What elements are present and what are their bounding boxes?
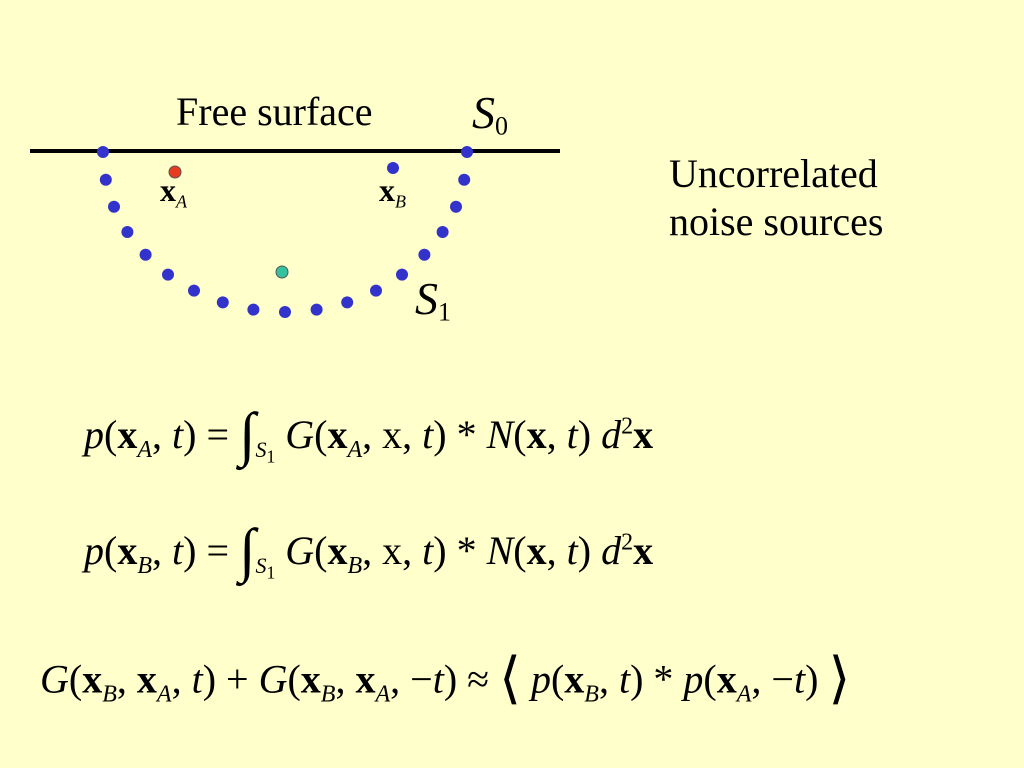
noise-source-dot [216, 296, 229, 309]
noise-source-dot [279, 306, 291, 318]
noise-source-dot [121, 226, 134, 238]
receiver-a-point [168, 165, 182, 179]
xa-subscript: A [176, 191, 187, 212]
s1-symbol: S [415, 273, 438, 324]
noise-sources-label: Uncorrelated noise sources [669, 150, 883, 246]
xa-label: xA [160, 172, 187, 212]
noise-source-dot [418, 248, 431, 261]
noise-source-dot [97, 146, 109, 158]
noise-source-dot [247, 303, 260, 316]
s0-subscript: 0 [495, 111, 508, 141]
noise-source-dot [341, 296, 354, 309]
receiver-b-point [387, 162, 399, 174]
noise-source-dot [370, 284, 382, 297]
noise-source-dot [396, 268, 408, 281]
xb-symbol: x [379, 172, 395, 208]
noise-source-dot [458, 173, 471, 186]
noise-source-dot [450, 200, 462, 213]
equation-pressure-b: p(xB, t) = ∫S1 G(xB, x, t) * N(x, t) d2x [84, 517, 654, 583]
noise-source-dot [310, 303, 323, 316]
noise-source-dot [162, 268, 174, 281]
equation-green-function: G(xB, xA, t) + G(xB, xA, −t) ≈ ⟨ p(xB, t… [40, 648, 851, 710]
s0-symbol: S [472, 87, 495, 138]
xb-label: xB [379, 172, 406, 212]
interior-point [275, 265, 289, 279]
noise-source-dot [99, 173, 112, 186]
equation-pressure-a: p(xA, t) = ∫S1 G(xA, x, t) * N(x, t) d2x [84, 401, 654, 467]
s0-label: S0 [472, 86, 508, 142]
noise-source-dots [97, 146, 473, 318]
noise-source-dot [139, 248, 152, 261]
noise-label-line-1: Uncorrelated [669, 151, 878, 196]
noise-source-dot [461, 146, 473, 158]
noise-label-line-2: noise sources [669, 199, 884, 244]
noise-source-dot [188, 284, 200, 297]
free-surface-label: Free surface [176, 89, 373, 134]
noise-source-dot [436, 226, 449, 238]
xb-subscript: B [395, 191, 406, 212]
s1-subscript: 1 [438, 297, 451, 327]
s1-label: S1 [415, 272, 451, 328]
noise-source-dot [108, 200, 120, 213]
xa-symbol: x [160, 172, 176, 208]
